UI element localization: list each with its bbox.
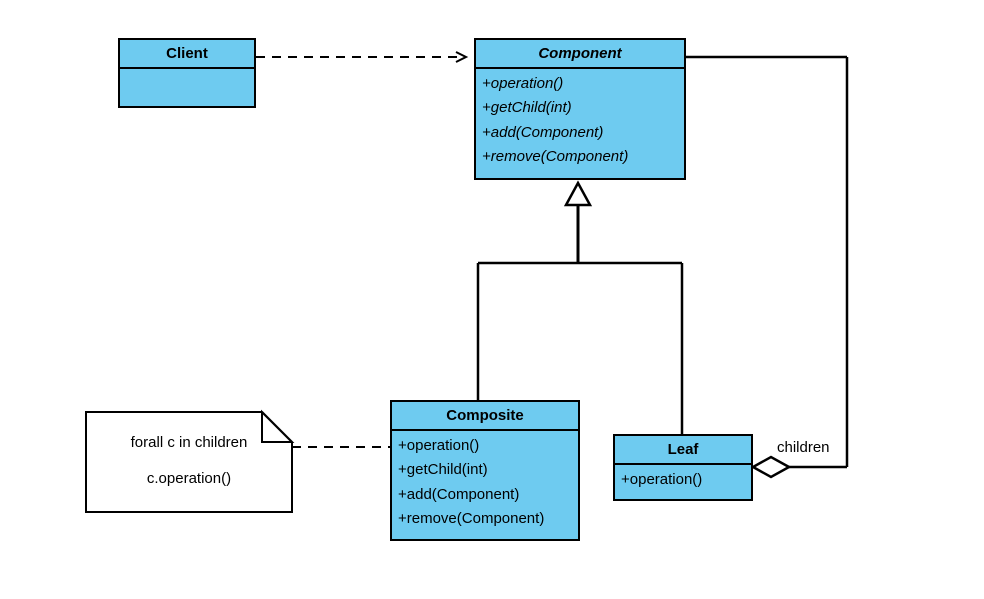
- operation-item: +getChild(int): [482, 99, 572, 117]
- operation-item: +add(Component): [398, 485, 520, 503]
- operation-item: +add(Component): [482, 123, 604, 141]
- operation-item: +getChild(int): [398, 461, 488, 479]
- class-operations-client: [120, 69, 254, 76]
- aggregation-diamond: [750, 455, 792, 479]
- note-line-1: forall c in children: [130, 434, 248, 451]
- note-forall-children[interactable]: forall c in children c.operation(): [86, 412, 292, 512]
- class-operations-component: +operation() +getChild(int) +add(Compone…: [476, 69, 684, 173]
- class-operations-composite: +operation() +getChild(int) +add(Compone…: [392, 431, 578, 535]
- class-title-leaf: Leaf: [667, 441, 699, 458]
- class-title-client: Client: [166, 45, 208, 62]
- class-separator: [476, 67, 684, 69]
- class-title-component: Component: [538, 45, 622, 62]
- class-separator: [392, 429, 578, 431]
- class-box-composite[interactable]: Composite +operation() +getChild(int) +a…: [390, 400, 580, 541]
- operation-item: +operation(): [482, 75, 564, 92]
- operation-item: +operation(): [398, 437, 480, 454]
- class-box-component[interactable]: Component +operation() +getChild(int) +a…: [474, 38, 686, 180]
- class-title-composite: Composite: [446, 407, 524, 424]
- operation-item: +remove(Component): [398, 509, 545, 527]
- class-separator: [615, 463, 751, 465]
- note-line-2: c.operation(): [146, 470, 232, 487]
- class-box-leaf[interactable]: Leaf +operation(): [613, 434, 753, 501]
- operation-item: +operation(): [621, 471, 703, 488]
- association-label-children: children: [777, 439, 830, 456]
- operation-item: +remove(Component): [482, 147, 629, 165]
- generalization-triangle: [563, 180, 593, 207]
- class-separator: [120, 67, 254, 69]
- class-operations-leaf: +operation(): [615, 465, 751, 496]
- class-box-client[interactable]: Client: [118, 38, 256, 108]
